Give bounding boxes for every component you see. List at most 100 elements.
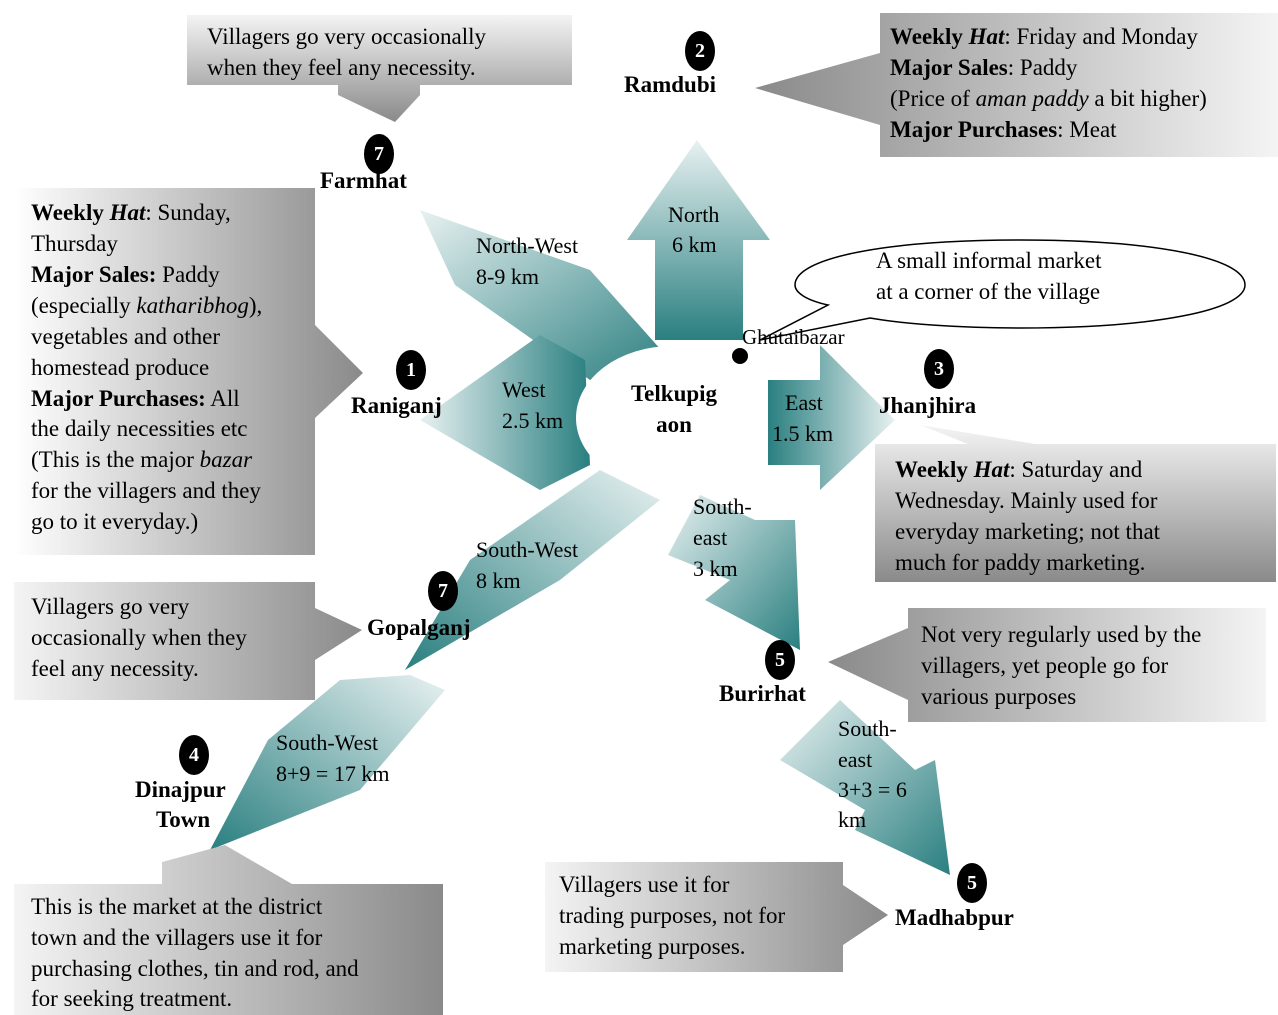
route-se2-dir2: east [838,747,873,772]
madhabpur-rank-badge: 5 [957,863,987,903]
ramdubi-note-line3: (Price of aman paddy a bit higher) [890,84,1207,115]
route-east-dir: East [785,390,823,415]
raniganj-bazar: bazar [199,447,253,472]
jhanjhira-note-line2: Wednesday. Mainly used for [895,488,1158,513]
route-sw-dir: South-West [476,537,579,562]
arrow-north [627,140,770,340]
gopalganj-note-line2: occasionally when they [31,625,247,650]
ramdubi-purchases: : Meat [1057,117,1117,142]
callout-dinajpur [14,845,443,1015]
raniganj-note-line6: homestead produce [31,355,210,380]
jhanjhira-name: Jhanjhira [879,393,977,418]
route-se-dir1: South- [693,494,752,519]
burirhat-note-line2: villagers, yet people go for [921,653,1169,678]
route-se2-dist1: 3+3 = 6 [838,777,907,802]
ramdubi-days: : Friday and Monday [1004,24,1198,49]
gopalganj-name: Gopalganj [367,615,471,640]
arrow-north-west [420,210,670,380]
route-se2-dir1: South- [838,716,897,741]
dinajpur-name-line2: Town [156,807,211,832]
raniganj-major-sales-label: Major Sales: [31,262,157,287]
jhanjhira-rank-badge: 3 [924,349,954,389]
center-village-label: Telkupig aon [606,378,742,440]
raniganj-note-line3: Major Sales: Paddy [31,260,220,291]
dinajpur-note-line4: for seeking treatment. [31,986,233,1011]
gopalganj-rank-badge: 7 [428,571,458,611]
callout-farmhat [187,15,572,122]
arrow-east [768,345,895,490]
madhabpur-note-line2: trading purposes, not for [559,903,786,928]
raniganj-days: : Sunday, [145,200,231,225]
route-north-dist: 6 km [672,232,717,257]
route-sw2-dist: 8+9 = 17 km [276,761,390,786]
route-nw-dir: North-West [476,233,579,258]
route-se2-dist2: km [838,807,867,832]
raniganj-rank-badge: 1 [396,350,426,390]
center-name-line2: aon [656,412,692,437]
jhanjhira-days: : Saturday and [1009,457,1143,482]
ramdubi-note-line4: Major Purchases: Meat [890,115,1117,146]
telkupigaon-ellipse [576,346,768,490]
ramdubi-hat: Hat [968,24,1005,49]
ramdubi-note-line2: Major Sales: Paddy [890,53,1077,84]
raniganj-note-line2: Thursday [31,231,118,256]
burirhat-note-line3: various purposes [921,684,1077,709]
route-sw2-dir: South-West [276,730,379,755]
center-name-line1: Telkupig [630,381,718,406]
callout-gopalganj [14,582,362,700]
ramdubi-weekly: Weekly [890,24,969,49]
farmhat-note-line1: Villagers go very occasionally [207,24,486,49]
ghutaibazar-dot [732,348,748,364]
raniganj-note-line11: go to it everyday.) [31,509,199,534]
raniganj-especially: (especially [31,293,137,318]
madhabpur-note-line3: marketing purposes. [559,934,746,959]
route-west-dist: 2.5 km [502,408,564,433]
burirhat-name: Burirhat [719,681,806,706]
route-east-dist: 1.5 km [772,421,834,446]
raniganj-note-line4: (especially katharibhog), [31,291,262,322]
route-se-dir2: east [693,525,728,550]
raniganj-major-purchases-label: Major Purchases: [31,386,206,411]
corner-market-bubble [759,239,1246,341]
route-west-dir: West [502,377,546,402]
ramdubi-rank-badge: 2 [685,31,715,71]
farmhat-rank-badge: 7 [364,134,394,174]
route-se-dist: 3 km [693,556,738,581]
farmhat-name: Farmhat [320,168,407,193]
madhabpur-note-line1: Villagers use it for [559,872,730,897]
bubble-line1: A small informal market [876,248,1102,273]
raniganj-sales: Paddy [156,262,220,287]
arrow-south-west-2 [210,675,445,850]
raniganj-note-line9: (This is the major bazar [31,445,252,476]
raniganj-purchases: All [205,386,240,411]
ramdubi-price-post: a bit higher) [1088,86,1207,111]
gopalganj-note-line1: Villagers go very [31,594,190,619]
burirhat-rank-badge: 5 [765,640,795,680]
jhanjhira-note-line1: Weekly Hat: Saturday and [895,455,1142,486]
ramdubi-major-sales-label: Major Sales [890,55,1008,80]
callout-burirhat [828,608,1266,722]
route-nw-dist: 8-9 km [476,264,539,289]
jhanjhira-hat: Hat [973,457,1010,482]
ramdubi-price-pre: (Price of [890,86,976,111]
raniganj-note-line10: for the villagers and they [31,478,261,503]
ghutaibazar-label: Ghutaibazar [742,325,845,349]
ramdubi-note-line1: Weekly Hat: Friday and Monday [890,22,1198,53]
dinajpur-name-line1: Dinajpur [135,777,226,802]
callout-madhabpur [545,862,888,972]
burirhat-note-line1: Not very regularly used by the [921,622,1202,647]
raniganj-hat: Hat [109,200,146,225]
gopalganj-note-line3: feel any necessity. [31,656,199,681]
jhanjhira-note-line4: much for paddy marketing. [895,550,1146,575]
raniganj-name: Raniganj [351,393,442,418]
raniganj-note-line5: vegetables and other [31,324,221,349]
callout-raniganj [14,188,363,555]
madhabpur-name: Madhabpur [895,905,1014,930]
dinajpur-note-line1: This is the market at the district [31,894,323,919]
raniganj-note-line8: the daily necessities etc [31,416,248,441]
bubble-line2: at a corner of the village [876,279,1101,304]
callout-ramdubi [755,13,1278,157]
raniganj-paren: ), [248,293,263,318]
ramdubi-name: Ramdubi [624,72,717,97]
